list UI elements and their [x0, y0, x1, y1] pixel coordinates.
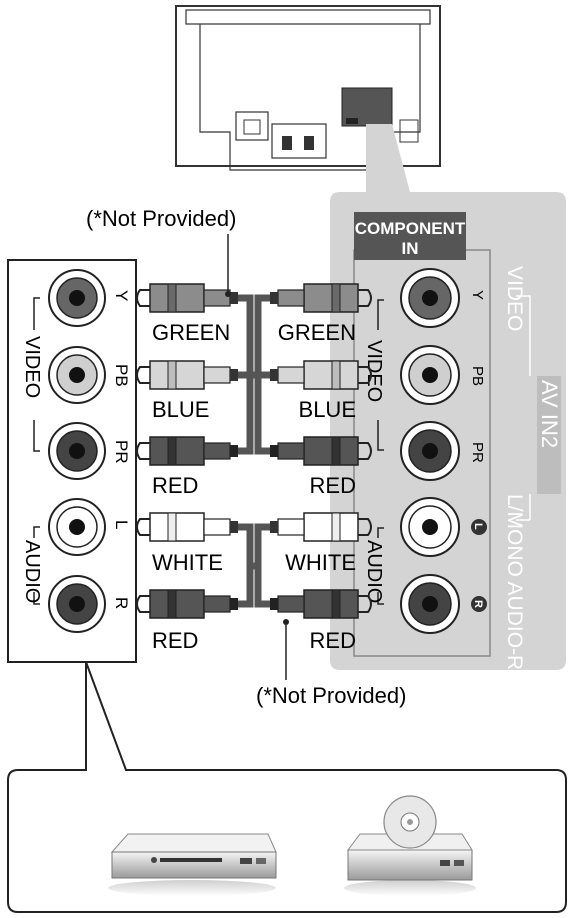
- right-plug-blue: [270, 360, 372, 390]
- right-label-blue: BLUE: [299, 397, 356, 422]
- not-provided-note-bottom: (*Not Provided): [256, 683, 406, 708]
- left-label-white: WHITE: [152, 550, 223, 575]
- device-jack-label-r: R: [112, 597, 131, 609]
- device-group-video: VIDEO: [21, 336, 43, 398]
- video-cable-bracket: [238, 294, 270, 455]
- cable-labels-right: GREEN BLUE RED WHITE RED: [278, 320, 356, 653]
- left-label-blue: BLUE: [152, 397, 209, 422]
- right-plug-green: [270, 283, 372, 313]
- tv-jack-y: [400, 268, 460, 328]
- device-jack-l: [48, 498, 106, 556]
- device-jack-label-pb: PB: [112, 364, 131, 387]
- cable-labels-left: GREEN BLUE RED WHITE RED: [152, 320, 230, 653]
- tv-side-labels: VIDEO AV IN2 L/MONO AUDIO-R: [503, 266, 562, 670]
- right-plug-red-audio: [270, 589, 372, 619]
- left-plug-red: [136, 436, 238, 466]
- tv-jack-l: [400, 497, 460, 557]
- audio-cable-bracket: [238, 523, 270, 608]
- device-group-audio: AUDIO: [21, 540, 43, 603]
- device-jack-label-y: Y: [112, 290, 131, 301]
- right-label-red: RED: [310, 473, 356, 498]
- disc-player-icon: [344, 795, 476, 896]
- device-panel: Y PB PR L R VIDEO AUDIO: [7, 259, 137, 663]
- left-plug-green: [136, 283, 238, 313]
- component-in-header-line1: COMPONENT: [355, 219, 466, 238]
- device-jack-y: [48, 269, 106, 327]
- left-label-red-audio: RED: [152, 628, 198, 653]
- left-plug-blue: [136, 360, 238, 390]
- side-label-audio: L/MONO AUDIO-R: [503, 494, 526, 670]
- side-label-av-in2: AV IN2: [537, 380, 562, 448]
- tv-jack-label-pb: PB: [469, 366, 486, 386]
- device-jack-pr: [48, 422, 106, 480]
- component-in-header-line2: IN: [402, 239, 419, 258]
- tv-jack-label-r: R: [472, 600, 484, 608]
- tv-jack-pr: [400, 421, 460, 481]
- tv-jack-label-pr: PR: [469, 442, 486, 463]
- left-plugs: [136, 283, 238, 619]
- device-jack-label-l: L: [112, 520, 131, 529]
- tv-back: [175, 5, 441, 171]
- not-provided-note-top: (*Not Provided): [86, 206, 236, 231]
- left-label-red: RED: [152, 473, 198, 498]
- left-label-green: GREEN: [152, 320, 230, 345]
- right-plug-white: [270, 512, 372, 542]
- tv-jack-r: [400, 574, 460, 634]
- device-jack-label-pr: PR: [112, 440, 131, 464]
- right-plugs: [270, 283, 372, 619]
- tv-jack-label-y: Y: [469, 290, 486, 300]
- right-label-red-audio: RED: [310, 628, 356, 653]
- dvd-player-icon: [108, 833, 277, 896]
- tv-group-video: VIDEO: [363, 340, 385, 402]
- left-plug-red-audio: [136, 589, 238, 619]
- right-label-green: GREEN: [278, 320, 356, 345]
- tv-group-audio: AUDIO: [363, 540, 385, 603]
- side-label-video: VIDEO: [503, 266, 526, 331]
- device-jack-r: [48, 575, 106, 633]
- tv-jacks: Y PB PR L R VIDEO AUDIO: [363, 268, 487, 634]
- tv-jack-label-l: L: [472, 523, 484, 530]
- left-plug-white: [136, 512, 238, 542]
- tv-jack-pb: [400, 345, 460, 405]
- right-plug-red: [270, 436, 372, 466]
- device-jack-pb: [48, 346, 106, 404]
- right-label-white: WHITE: [285, 550, 356, 575]
